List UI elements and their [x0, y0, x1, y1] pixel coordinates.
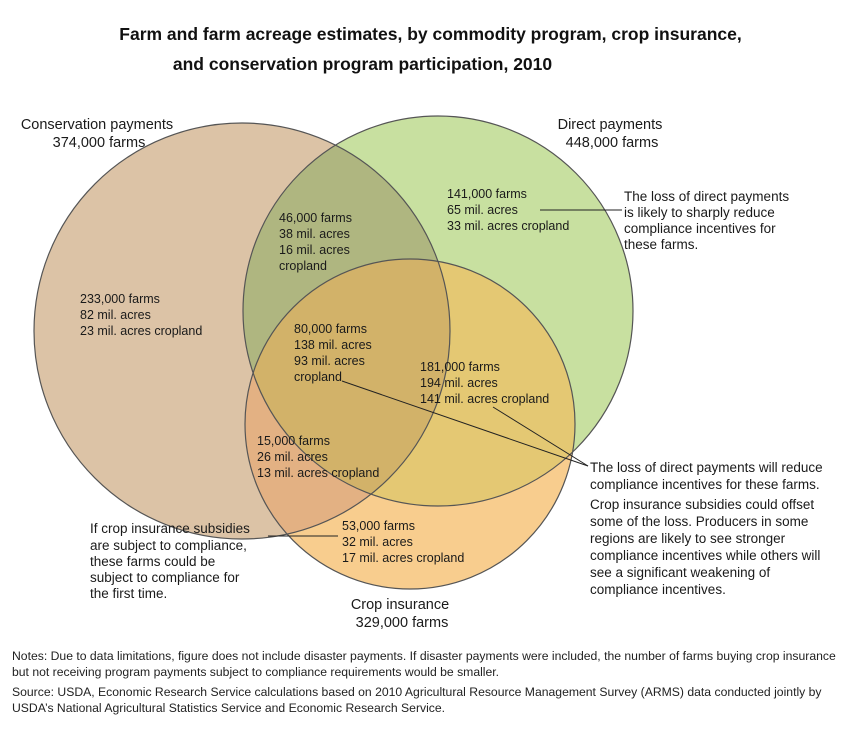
conservation-label: Conservation payments 374,000 farms: [21, 117, 177, 151]
direct-outline: [242, 115, 634, 507]
region-conservation-direct: 46,000 farms 38 mil. acres 16 mil. acres…: [279, 211, 355, 273]
crop-insurance-label: Crop insurance 329,000 farms: [351, 597, 453, 631]
direct-payments-label: Direct payments 448,000 farms: [558, 117, 667, 151]
region-conservation-crop: 15,000 farms 26 mil. acres 13 mil. acres…: [257, 434, 379, 480]
chart-title-line-2: and conservation program participation, …: [172, 54, 553, 74]
annotation-shared-regions: The loss of direct payments will reduce …: [590, 460, 826, 597]
region-direct-only: 141,000 farms 65 mil. acres 33 mil. acre…: [447, 187, 569, 233]
notes-text: Notes: Due to data limitations, figure d…: [12, 649, 836, 679]
source-text: Source: USDA, Economic Research Service …: [12, 685, 822, 715]
conservation-outline: [33, 122, 451, 540]
region-direct-crop: 181,000 farms 194 mil. acres 141 mil. ac…: [420, 360, 549, 406]
region-all-three: 80,000 farms 138 mil. acres 93 mil. acre…: [294, 322, 375, 384]
region-crop-only: 53,000 farms 32 mil. acres 17 mil. acres…: [342, 519, 464, 565]
annotation-direct-only: The loss of direct payments is likely to…: [624, 189, 793, 252]
leader-line-all-three: [341, 380, 589, 467]
leader-line-direct-crop: [492, 406, 589, 467]
crop-outline: [244, 258, 576, 590]
annotation-crop-only: If crop insurance subsidies are subject …: [90, 521, 254, 601]
venn-diagram: Conservation payments 374,000 farms Dire…: [21, 115, 826, 631]
chart-title-line-1: Farm and farm acreage estimates, by comm…: [119, 24, 742, 44]
all-three-overlap: [245, 259, 450, 506]
region-conservation-only: 233,000 farms 82 mil. acres 23 mil. acre…: [80, 292, 202, 338]
